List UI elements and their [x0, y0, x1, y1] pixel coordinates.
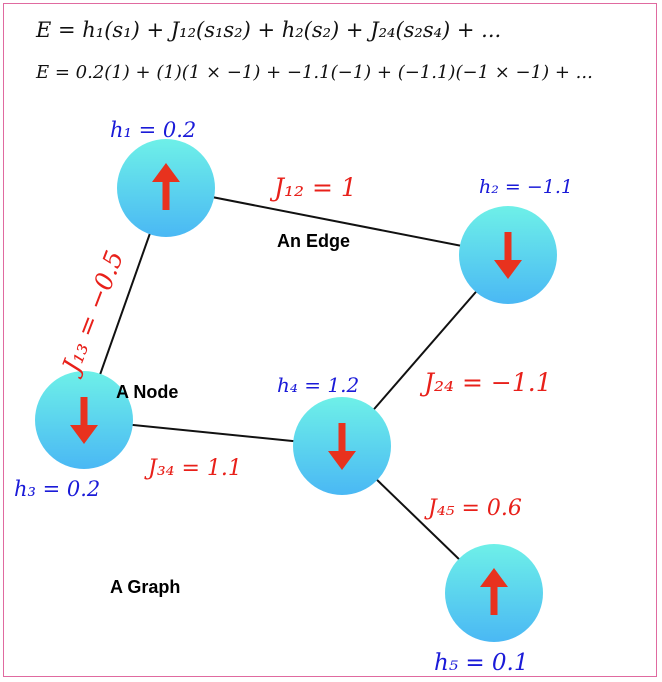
node-s5	[445, 544, 543, 642]
annotation-an-edge: An Edge	[277, 231, 350, 251]
coupling-label-j45: J₄₅ = 0.6	[424, 496, 522, 521]
spin-down-arrow-icon	[328, 423, 356, 470]
spin-up-arrow-icon	[480, 568, 508, 615]
field-label-h4: h₄ = 1.2	[277, 373, 359, 397]
annotation-a-node: A Node	[116, 382, 178, 402]
node-s3	[35, 371, 133, 469]
energy-equation-numeric: E = 0.2(1) + (1)(1 × −1) + −1.1(−1) + (−…	[35, 62, 593, 83]
node-s1	[117, 139, 215, 237]
node-s4	[293, 397, 391, 495]
edge-s1-s2	[165, 187, 509, 256]
spin-down-arrow-icon	[494, 232, 522, 279]
field-label-h3: h₃ = 0.2	[14, 477, 100, 501]
energy-equation-symbolic: E = h₁(s₁) + J₁₂(s₁s₂) + h₂(s₂) + J₂₄(s₂…	[35, 18, 501, 42]
annotation-a-graph: A Graph	[110, 577, 180, 597]
spin-down-arrow-icon	[70, 397, 98, 444]
spin-up-arrow-icon	[152, 163, 180, 210]
field-label-h2: h₂ = −1.1	[479, 176, 573, 198]
field-label-h1: h₁ = 0.2	[110, 118, 196, 142]
coupling-label-j34: J₃₄ = 1.1	[144, 456, 242, 481]
field-label-h5: h₅ = 0.1	[434, 650, 529, 676]
coupling-label-j12: J₁₂ = 1	[269, 173, 357, 202]
node-s2	[459, 206, 557, 304]
figure-frame	[3, 3, 657, 677]
coupling-label-j13: J₁₃ = −0.5	[55, 247, 130, 381]
coupling-label-j24: J₂₄ = −1.1	[419, 368, 552, 397]
